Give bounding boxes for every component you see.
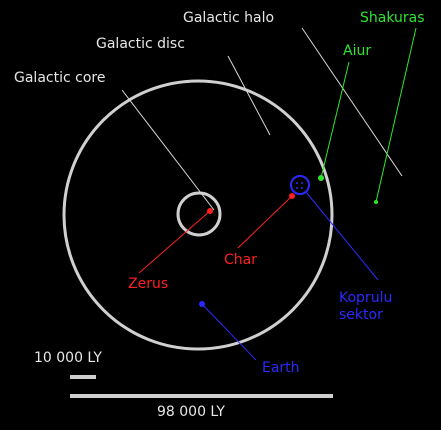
char-leader: [237, 195, 293, 249]
galactic-core-label: Galactic core: [14, 70, 105, 86]
char-dot: [289, 193, 295, 199]
earth-label: Earth: [262, 360, 300, 376]
shakuras-label: Shakuras: [360, 10, 425, 26]
scale-large-label: 98 000 LY: [157, 404, 225, 420]
earth-leader: [201, 303, 257, 361]
galactic-halo-label: Galactic halo: [183, 10, 274, 26]
koprulu-dot-3: [296, 187, 298, 189]
koprulu-sector-ring: [290, 175, 310, 195]
galactic-disc-label: Galactic disc: [96, 36, 185, 52]
aiur-label: Aiur: [343, 43, 371, 59]
koprulu-label-line1: Koprulu: [339, 290, 392, 306]
scale-small-label: 10 000 LY: [34, 350, 102, 366]
koprulu-label-line2: sektor: [339, 307, 383, 323]
koprulu-dot-4: [301, 187, 303, 189]
aiur-leader: [320, 61, 350, 179]
shakuras-dot: [374, 200, 378, 204]
zerus-dot: [207, 208, 213, 214]
koprulu-dot-1: [296, 182, 298, 184]
zerus-leader: [138, 210, 211, 274]
koprulu-dot-2: [301, 182, 303, 184]
galactic-disc-leader: [227, 55, 271, 136]
galactic-core-ring: [176, 191, 222, 237]
galactic-core-leader: [121, 89, 215, 211]
koprulu-leader: [305, 191, 379, 281]
galactic-halo-leader: [301, 27, 403, 177]
aiur-dot: [318, 175, 324, 181]
char-label: Char: [224, 252, 257, 268]
zerus-label: Zerus: [128, 276, 168, 292]
galactic-disc-ring: [62, 79, 334, 351]
shakuras-leader: [375, 27, 417, 203]
